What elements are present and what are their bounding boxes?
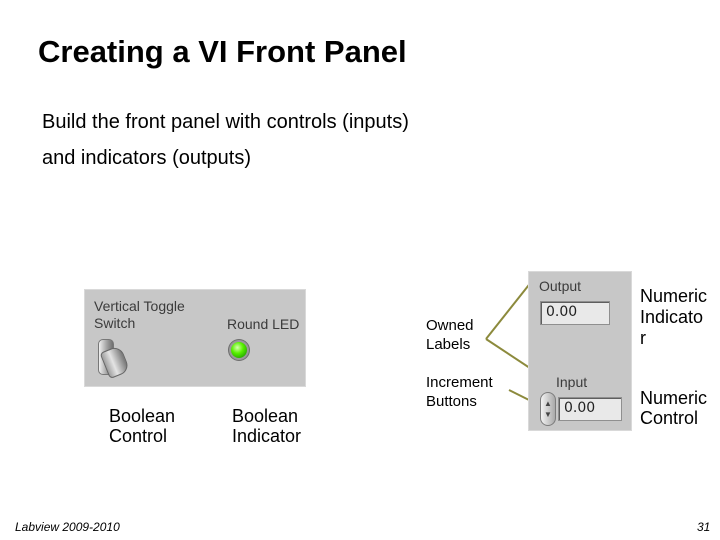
output-numeric-indicator: 0.00 (540, 301, 610, 325)
toggle-switch-label-2: Switch (94, 315, 136, 331)
numeric-indicator-caption-1: Numeric (640, 286, 708, 306)
numeric-control-caption-2: Control (640, 408, 699, 428)
numeric-front-panel: Output 0.00 Input ▲ ▼ 0.00 (528, 271, 632, 431)
numeric-indicator-caption-3: r (640, 328, 646, 348)
increment-buttons-caption-1: Increment (426, 374, 493, 391)
boolean-front-panel: Vertical Toggle Switch Round LED (84, 289, 306, 387)
input-numeric-control[interactable]: 0.00 (558, 397, 622, 421)
subtitle-line-2: and indicators (outputs) (42, 147, 252, 169)
subtitle-line-1: Build the front panel with controls (inp… (42, 111, 409, 133)
boolean-indicator-caption-2: Indicator (232, 426, 302, 446)
footer-text: Labview 2009-2010 (15, 520, 120, 534)
slide-title: Creating a VI Front Panel (38, 34, 407, 69)
increment-buttons-caption-2: Buttons (426, 393, 477, 410)
increment-up-icon[interactable]: ▲ (544, 399, 552, 408)
owned-labels-caption-2: Labels (426, 336, 471, 353)
boolean-control-caption-1: Boolean (109, 406, 176, 426)
round-led-indicator (231, 342, 247, 358)
owned-labels-caption-1: Owned (426, 317, 474, 334)
boolean-indicator-caption-1: Boolean (232, 406, 299, 426)
output-label: Output (539, 278, 582, 294)
owned-label-pointer-output (485, 280, 533, 340)
increment-down-icon[interactable]: ▼ (544, 410, 552, 419)
increment-buttons[interactable]: ▲ ▼ (540, 392, 556, 426)
input-label: Input (556, 374, 588, 390)
page-number: 31 (697, 520, 711, 534)
numeric-control-caption-1: Numeric (640, 388, 708, 408)
round-led-label: Round LED (227, 316, 300, 332)
toggle-switch-label-1: Vertical Toggle (94, 298, 185, 314)
numeric-indicator-caption-2: Indicato (640, 307, 704, 327)
boolean-control-caption-2: Control (109, 426, 168, 446)
